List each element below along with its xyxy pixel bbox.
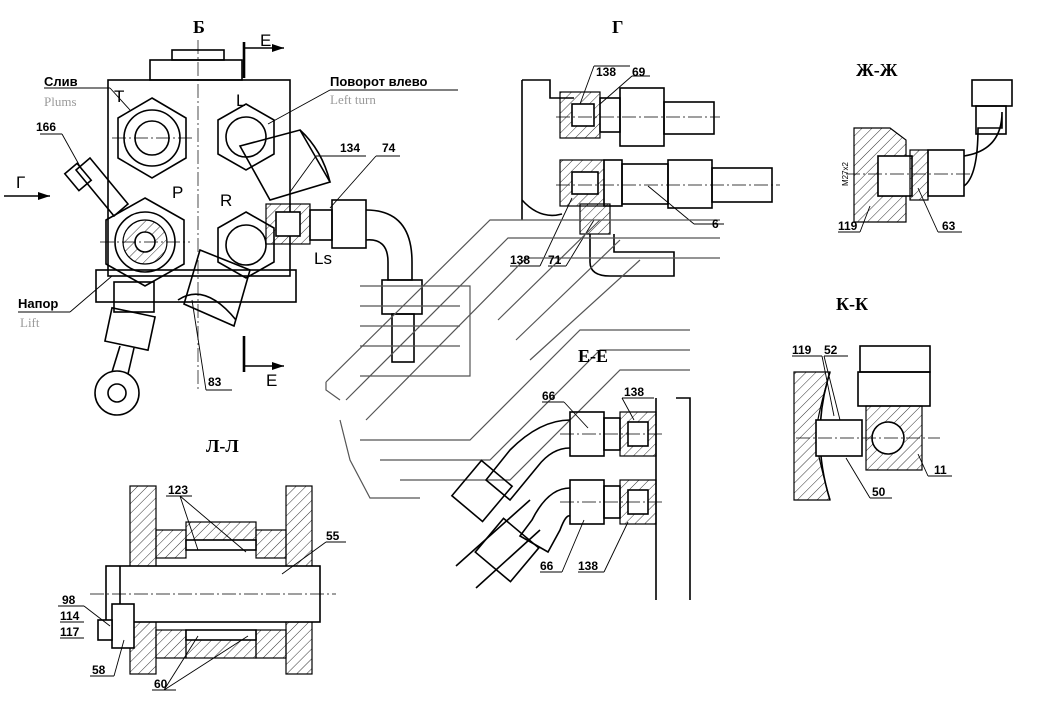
callout-k-50: 50 — [872, 485, 886, 499]
callout-g-69: 69 — [632, 65, 646, 79]
callout-l-117: 117 — [60, 625, 80, 639]
callout-e-66b: 66 — [540, 559, 554, 573]
section-title-e: Е-Е — [578, 346, 608, 366]
section-title-l: Л-Л — [206, 436, 239, 456]
port-label-r: R — [220, 191, 232, 210]
outline-frame — [325, 219, 720, 499]
port-label-p: P — [172, 183, 183, 202]
view-g — [510, 65, 780, 277]
label-turn-ru: Поворот влево — [330, 74, 428, 89]
port-label-ls: Ls — [314, 249, 332, 268]
label-turn-en: Left turn — [330, 92, 376, 107]
callout-e-138b: 138 — [578, 559, 598, 573]
port-t-hex — [117, 97, 187, 179]
section-title-zh: Ж-Ж — [856, 60, 898, 80]
port-label-t: T — [114, 87, 124, 106]
callout-zh-119: 119 — [838, 219, 858, 233]
callout-k-11: 11 — [934, 463, 947, 477]
label-lift-ru: Напор — [18, 296, 58, 311]
callout-l-60: 60 — [154, 677, 168, 691]
view-zh: M27x2 — [838, 79, 1013, 233]
callout-g-6: 6 — [712, 217, 719, 231]
callout-k-52: 52 — [824, 343, 838, 357]
thread-label: M27x2 — [841, 161, 850, 186]
label-lift-en: Lift — [20, 315, 40, 330]
callout-166: 166 — [36, 120, 56, 134]
callout-zh-63: 63 — [942, 219, 956, 233]
callout-l-55: 55 — [326, 529, 340, 543]
arrow-label-e-top: Е — [260, 31, 271, 50]
section-title-k: К-К — [836, 294, 868, 314]
callout-74: 74 — [382, 141, 396, 155]
callout-k-119: 119 — [792, 343, 812, 357]
port-p-hex — [105, 197, 185, 287]
port-label-l: L — [236, 91, 245, 110]
banjo-eye — [94, 370, 140, 416]
view-b — [4, 40, 458, 416]
fitting-166 — [74, 156, 130, 218]
callout-g-138b: 138 — [510, 253, 530, 267]
callout-g-71: 71 — [548, 253, 562, 267]
callout-l-123: 123 — [168, 483, 188, 497]
callout-l-114: 114 — [60, 609, 80, 623]
section-title-g: Г — [612, 17, 623, 37]
callout-l-98: 98 — [62, 593, 76, 607]
label-drain-en: Plums — [44, 94, 77, 109]
callout-e-138a: 138 — [624, 385, 644, 399]
callout-g-138a: 138 — [596, 65, 616, 79]
label-drain-ru: Слив — [44, 74, 78, 89]
callout-e-66a: 66 — [542, 389, 556, 403]
text-layer: Б Г Ж-Ж К-К Е-Е Л-Л T L P R Ls Е Е Г Сли… — [16, 17, 956, 691]
callout-83: 83 — [208, 375, 222, 389]
callout-134: 134 — [340, 141, 360, 155]
view-k — [792, 345, 952, 501]
section-title-b: Б — [193, 17, 205, 37]
arrow-label-g: Г — [16, 173, 25, 192]
arrow-label-e-bottom: Е — [266, 371, 277, 390]
callout-l-58: 58 — [92, 663, 106, 677]
view-e — [450, 397, 691, 600]
view-l — [58, 485, 346, 691]
